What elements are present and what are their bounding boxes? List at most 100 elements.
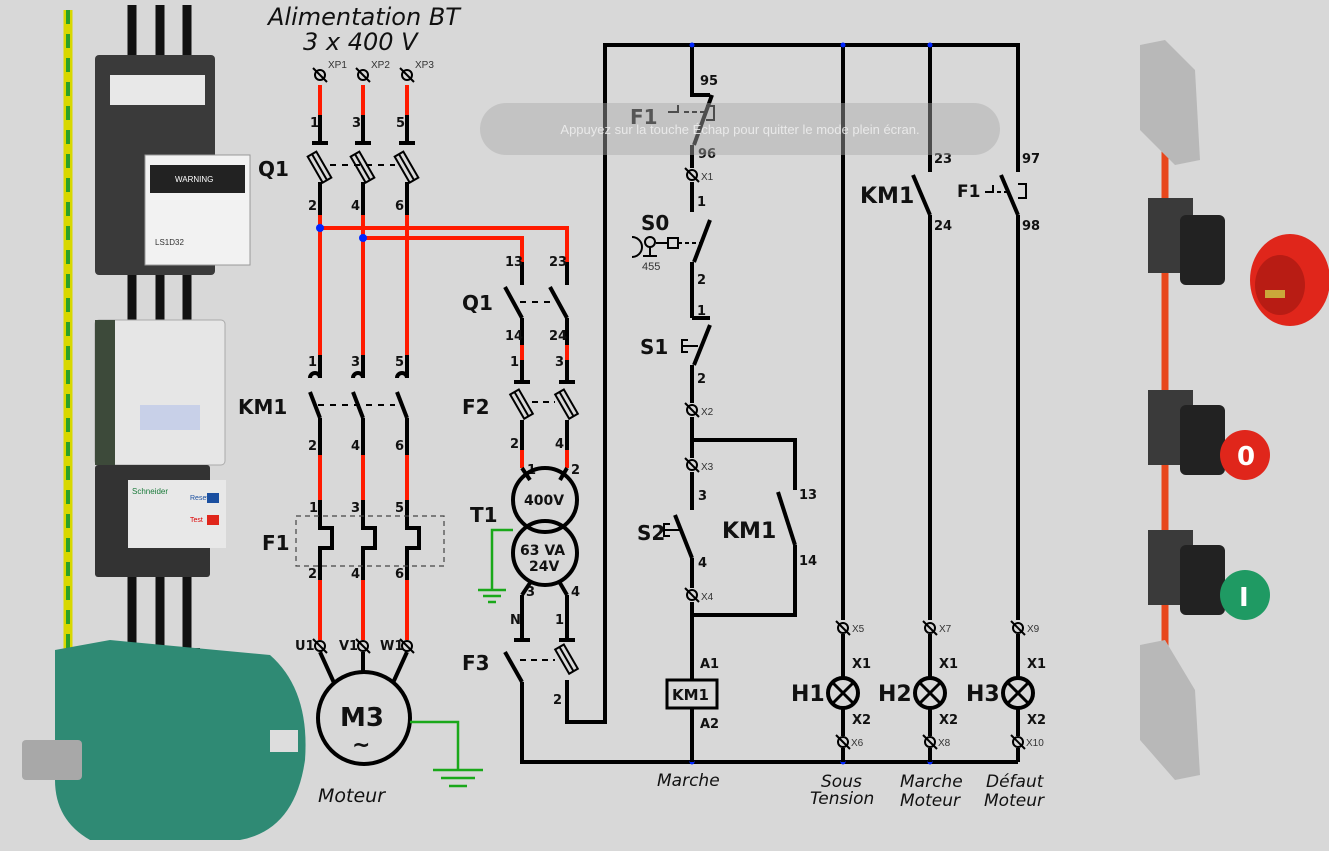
t1-secondary-voltage: 24V [529,559,559,575]
terminal-w1: W1 [380,639,403,654]
lamp-terminal: X8 [938,738,951,749]
s1-label: S1 [640,335,668,359]
f1-pin: 6 [395,567,404,582]
ground-icon [433,768,483,788]
q1-aux-pin: 23 [549,255,567,270]
lamp-pin: X2 [852,713,871,728]
lamp-terminal: X5 [852,624,865,635]
t1-pin: 2 [571,463,580,478]
terminal-xp2: XP2 [371,60,390,71]
f1-pin: 2 [308,567,317,582]
f1-pin: 1 [309,501,318,516]
start-button-label: I [1239,583,1249,613]
lamp-id: H1 [791,682,825,707]
km1-hold-label: KM1 [722,519,776,544]
f2-pin: 2 [510,437,519,452]
km1-pin: 5 [395,355,404,370]
emergency-stop-button[interactable] [1148,198,1329,326]
t1-pin: 4 [571,585,580,600]
lamp-terminal: X10 [1026,738,1044,749]
lamp-terminal: X7 [939,624,952,635]
transformer-secondary [511,519,579,587]
t1-power-rating: 63 VA [520,543,565,559]
lamp-h3: X9 X1 H3 X2 X10 Défaut Moteur [966,620,1046,811]
terminal-x3: X3 [701,462,714,473]
terminal-x2: X2 [701,407,714,418]
f1-nc-pin: 96 [698,147,716,162]
device-photo-right: 0 I [1140,40,1329,780]
km1-aux-pin: 23 [934,152,952,167]
brand-label: Schneider [132,487,168,496]
s2-pin: 3 [698,489,707,504]
q1-aux-label: Q1 [462,291,493,315]
f1-pin: 4 [351,567,360,582]
s0-pin: 2 [697,273,706,288]
km1-pin: 6 [395,439,404,454]
s0-reference: 455 [642,261,660,273]
km1-coil [665,678,719,710]
ground-icon [478,588,506,604]
f2-pin: 4 [555,437,564,452]
stop-button-label: 0 [1237,442,1255,472]
coil-pin-a1: A1 [700,657,719,672]
s0-pin: 1 [697,195,706,210]
s2-label: S2 [637,521,665,545]
transformer-primary [511,466,579,534]
lamp-function-label: Moteur [900,791,961,811]
q1-aux-pin: 13 [505,255,523,270]
emergency-stop-icon [631,236,700,258]
stop-button[interactable]: 0 [1148,390,1270,480]
breaker-model: LS1D32 [155,238,184,247]
f1-pin: 5 [395,501,404,516]
f3-pin-n: N [510,613,521,628]
coil-function-label: Marche [657,771,720,791]
f1-no-pin: 98 [1022,219,1040,234]
km1-aux-pin: 24 [934,219,952,234]
supply-voltage: 3 x 400 V [303,28,419,56]
q1-pin: 1 [310,116,319,131]
f1-control-label: F1 [630,105,658,129]
f1-power-label: F1 [262,531,290,555]
lamp-id: H2 [878,682,912,707]
t1-primary-voltage: 400V [524,493,564,509]
motor-photo [55,640,306,840]
control-circuit: 95 F1 96 X1 1 S0 455 2 1 S1 2 X2 X3 3 S2… [630,74,1046,811]
coil-pin-a2: A2 [700,717,719,732]
lamp-id: H3 [966,682,1000,707]
f3-pin: 2 [553,693,562,708]
q1-pin: 2 [308,199,317,214]
f1-no-pin: 97 [1022,152,1040,167]
lamp-pin: X1 [1027,657,1046,672]
motor-type: M3 [340,703,384,733]
q1-aux-pin: 24 [549,329,567,344]
lamp-terminal: X6 [851,738,864,749]
terminal-u1: U1 [295,639,315,654]
lamp-function-label: Marche [900,772,963,792]
f2-label: F2 [462,395,490,419]
km1-pin: 1 [308,355,317,370]
lamp-h2: X7 X1 H2 X2 X8 Marche Moteur [878,620,963,811]
km1-hold-pin: 13 [799,488,817,503]
q1-pin: 6 [395,199,404,214]
q1-label: Q1 [258,157,289,181]
km1-pin: 3 [351,355,360,370]
km1-power-label: KM1 [238,395,287,419]
q1-pin: 4 [351,199,360,214]
lamp-function-label: Moteur [984,791,1045,811]
lamp-h1: X5 X1 H1 X2 X6 Sous Tension [791,620,874,809]
f1-nc-pin: 95 [700,74,718,89]
fullscreen-notice-text: Appuyez sur la touche Échap pour quitter… [560,121,920,137]
lamp-function-label: Défaut [986,772,1045,792]
control-supply: 13 23 Q1 14 24 1 3 F2 2 4 1 2 400V 63 VA… [462,42,1020,765]
terminal-xp3: XP3 [415,60,434,71]
f1-no-label: F1 [957,182,980,202]
motor-label: Moteur [318,785,386,807]
motor-symbol [316,670,412,766]
s2-pin: 4 [698,556,707,571]
terminal-v1: V1 [339,639,358,654]
start-button[interactable]: I [1148,530,1270,620]
lamp-terminal: X9 [1027,624,1040,635]
device-photo-left: WARNING LS1D32 Schneider Reset Test [22,5,306,840]
f3-pin: 1 [555,613,564,628]
